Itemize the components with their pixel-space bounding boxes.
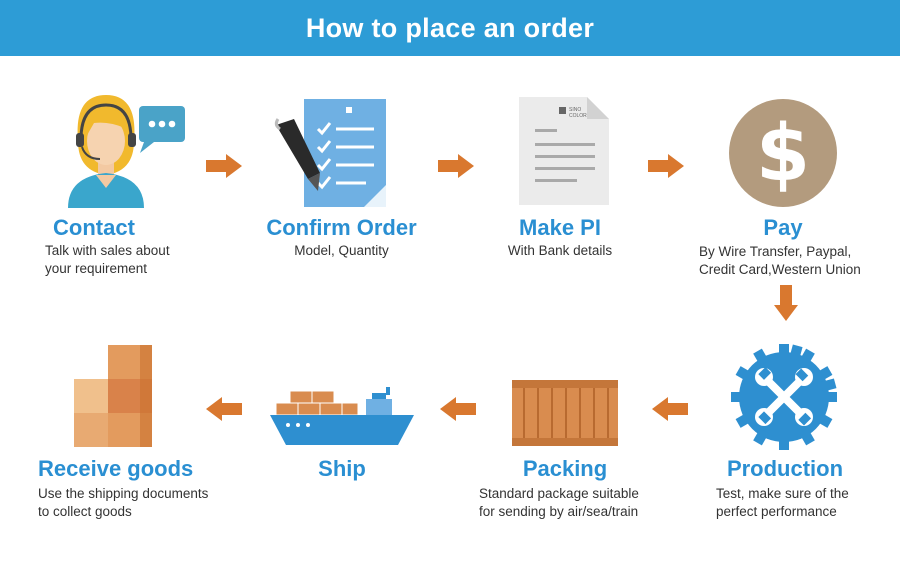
- arrow-down-icon: [774, 285, 798, 321]
- svg-text:COLOR: COLOR: [569, 113, 587, 119]
- arrow-right-icon: [438, 154, 474, 178]
- boxes-icon: [74, 345, 152, 447]
- step-title: Ship: [318, 456, 366, 481]
- arrow-right-icon: [648, 154, 684, 178]
- arrow-left-icon: [440, 397, 476, 421]
- step-description: Standard package suitable for sending by…: [479, 486, 639, 519]
- checklist-pen-icon: [274, 99, 386, 207]
- step-title: Pay: [763, 215, 803, 240]
- step-description: Use the shipping documents to collect go…: [38, 486, 209, 519]
- step-description: Test, make sure of the perfect performan…: [716, 486, 849, 519]
- step-description: Model, Quantity: [294, 243, 389, 258]
- operator-headset-icon: [68, 95, 185, 208]
- step-description: Talk with sales about your requirement: [45, 243, 170, 276]
- step-title: Packing: [522, 456, 608, 481]
- step-title: Contact: [53, 215, 135, 240]
- dollar-coin-icon: $: [729, 99, 837, 207]
- arrow-left-icon: [652, 397, 688, 421]
- wooden-crate-icon: [512, 380, 618, 446]
- step-description: With Bank details: [507, 243, 613, 258]
- cargo-ship-icon: [270, 387, 414, 445]
- page-title: How to place an order: [305, 12, 595, 43]
- svg-text:SINO: SINO: [569, 107, 581, 113]
- step-description: By Wire Transfer, Paypal, Credit Card,We…: [699, 244, 861, 277]
- step-title: Make PI: [519, 215, 601, 240]
- step-title: Confirm Order: [266, 215, 417, 240]
- arrow-left-icon: [206, 397, 242, 421]
- step-title: Receive goods: [38, 456, 194, 481]
- gear-tools-icon: [731, 344, 837, 450]
- svg-text:$: $: [756, 109, 810, 199]
- header-banner: How to place an order: [0, 0, 900, 56]
- document-icon: SINO COLOR: [519, 97, 609, 205]
- step-title: Production: [726, 456, 844, 481]
- arrow-right-icon: [206, 154, 242, 178]
